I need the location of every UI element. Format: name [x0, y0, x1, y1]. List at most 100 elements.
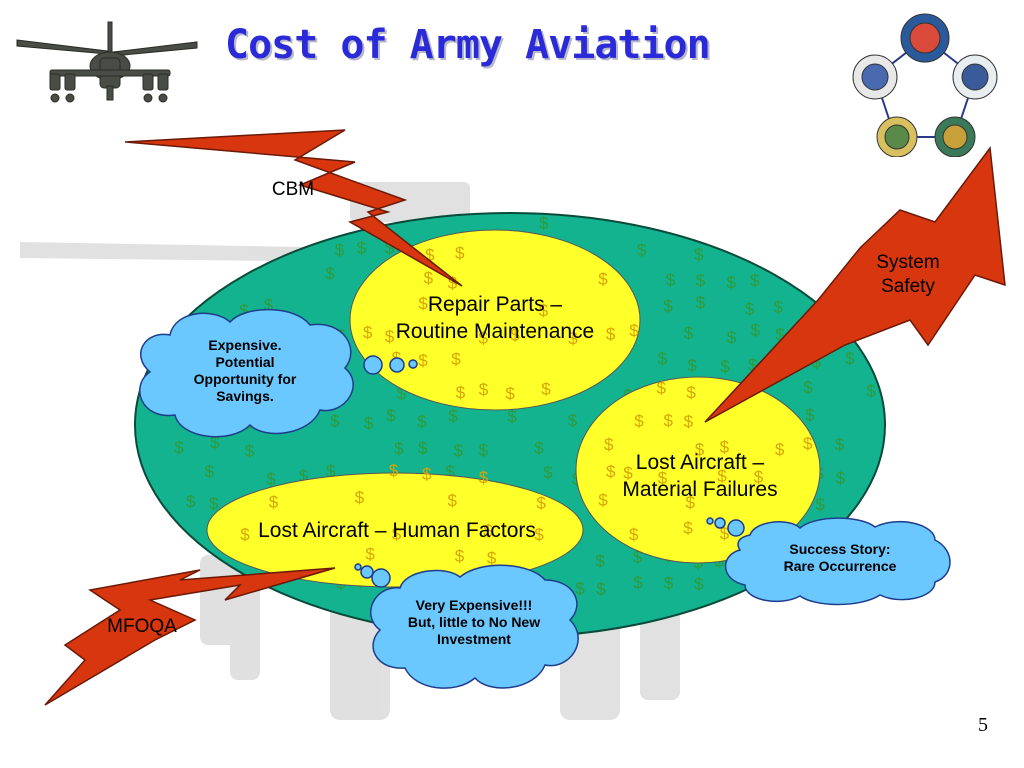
- apache-helicopter-icon: [16, 21, 198, 103]
- dollar-sign: $: [657, 378, 667, 397]
- repair-parts-line1: Repair Parts –: [427, 293, 563, 316]
- dollar-sign: $: [596, 580, 606, 599]
- dollar-sign: $: [422, 464, 432, 483]
- dollar-sign: $: [539, 214, 549, 233]
- dollar-sign: $: [357, 238, 367, 257]
- dollar-sign: $: [335, 241, 345, 260]
- dollar-sign: $: [775, 325, 785, 344]
- dollar-sign: $: [507, 407, 517, 426]
- dollar-sign: $: [805, 406, 815, 425]
- success-line1: Success Story:: [789, 541, 891, 557]
- dollar-sign: $: [448, 407, 458, 426]
- dollar-sign: $: [330, 412, 340, 431]
- dollar-sign: $: [397, 384, 407, 403]
- dollar-sign: $: [606, 325, 616, 344]
- success-line2: Rare Occurrence: [783, 558, 897, 574]
- dollar-sign: $: [664, 411, 674, 430]
- dollar-sign: $: [451, 349, 461, 368]
- dollar-sign: $: [720, 524, 730, 543]
- dollar-sign: $: [727, 328, 737, 347]
- dollar-sign: $: [363, 323, 373, 342]
- dollar-sign: $: [750, 271, 760, 290]
- dollar-sign: $: [748, 355, 758, 374]
- dollar-sign: $: [174, 438, 184, 457]
- dollar-sign: $: [269, 493, 279, 512]
- dollar-sign: $: [479, 441, 489, 460]
- dollar-sign: $: [240, 525, 250, 544]
- dollar-sign: $: [209, 494, 219, 513]
- dollar-sign: $: [684, 412, 694, 431]
- slide-title: Cost of Army Aviation: [225, 22, 711, 68]
- dollar-sign: $: [568, 411, 578, 430]
- dollar-sign: $: [598, 269, 608, 288]
- dollar-sign: $: [629, 321, 639, 340]
- dollar-sign: $: [812, 352, 822, 371]
- dollar-sign: $: [815, 495, 825, 514]
- human-factors-label: Lost Aircraft – Human Factors: [212, 517, 582, 544]
- dollar-sign: $: [483, 521, 493, 540]
- very-expensive-bubble: [354, 563, 579, 689]
- dollar-sign: $: [595, 552, 605, 571]
- dollar-sign: $: [264, 296, 274, 315]
- dollar-sign: $: [664, 573, 674, 592]
- dollar-sign: $: [835, 435, 845, 454]
- dollar-sign: $: [394, 439, 404, 458]
- very-expensive-bubble-text: Very Expensive!!! But, little to No New …: [390, 597, 558, 648]
- repair-parts-label: Repair Parts – Routine Maintenance: [360, 291, 630, 345]
- expensive-bubble-text: Expensive. Potential Opportunity for Sav…: [160, 337, 330, 405]
- dollar-sign: $: [773, 297, 783, 316]
- dollar-sign: $: [455, 244, 465, 263]
- dollar-sign: $: [666, 271, 676, 290]
- cbm-label: CBM: [271, 179, 315, 200]
- dollar-sign: $: [745, 299, 755, 318]
- dollar-sign: $: [386, 406, 396, 425]
- dollar-sign: $: [866, 382, 876, 401]
- dollar-sign: $: [541, 380, 551, 399]
- dollar-sign: $: [417, 412, 427, 431]
- dollar-sign: $: [454, 441, 464, 460]
- dollar-sign: $: [365, 545, 375, 564]
- system-safety-label: System Safety: [868, 251, 948, 299]
- dollar-sign: $: [694, 245, 704, 264]
- dollar-sign: $: [355, 488, 365, 507]
- dollar-sign: $: [695, 440, 705, 459]
- dollar-sign: $: [389, 461, 399, 480]
- dollar-sign: $: [505, 384, 515, 403]
- dollar-sign: $: [754, 467, 764, 486]
- repair-parts-ellipse: [349, 229, 641, 411]
- dollar-sign: $: [364, 414, 374, 433]
- dollar-sign: $: [510, 325, 520, 344]
- dollar-sign: $: [717, 466, 727, 485]
- expensive-line3: Opportunity for: [193, 371, 297, 387]
- dollar-sign: $: [720, 357, 730, 376]
- dollar-sign: $: [479, 328, 489, 347]
- cbm-bolt: [124, 129, 463, 287]
- dollar-sign: $: [455, 547, 465, 566]
- expensive-bubble: [139, 308, 418, 438]
- dollar-sign: $: [658, 469, 668, 488]
- dollar-sign: $: [803, 434, 813, 453]
- dollar-sign: $: [683, 519, 693, 538]
- page-number: 5: [978, 714, 988, 736]
- success-bubble-text: Success Story: Rare Occurrence: [755, 541, 925, 575]
- dollar-sign: $: [266, 469, 276, 488]
- dollar-sign: $: [633, 548, 643, 567]
- repair-parts-line2: Routine Maintenance: [395, 320, 595, 343]
- dollar-sign: $: [418, 439, 428, 458]
- dollar-sign: $: [623, 463, 633, 482]
- dollar-sign: $: [186, 492, 196, 511]
- very-expensive-line2: But, little to No New: [407, 614, 541, 630]
- dollar-sign: $: [686, 493, 696, 512]
- dollar-sign: $: [568, 329, 578, 348]
- dollar-sign: $: [637, 241, 647, 260]
- mfoqa-bolt: [44, 567, 336, 706]
- dollar-sign: $: [448, 273, 458, 292]
- dollar-sign: $: [418, 351, 428, 370]
- dollar-sign: $: [598, 491, 608, 510]
- dollar-sign: $: [456, 383, 466, 402]
- dollar-sign: $: [479, 380, 489, 399]
- dollar-sign: $: [751, 321, 761, 340]
